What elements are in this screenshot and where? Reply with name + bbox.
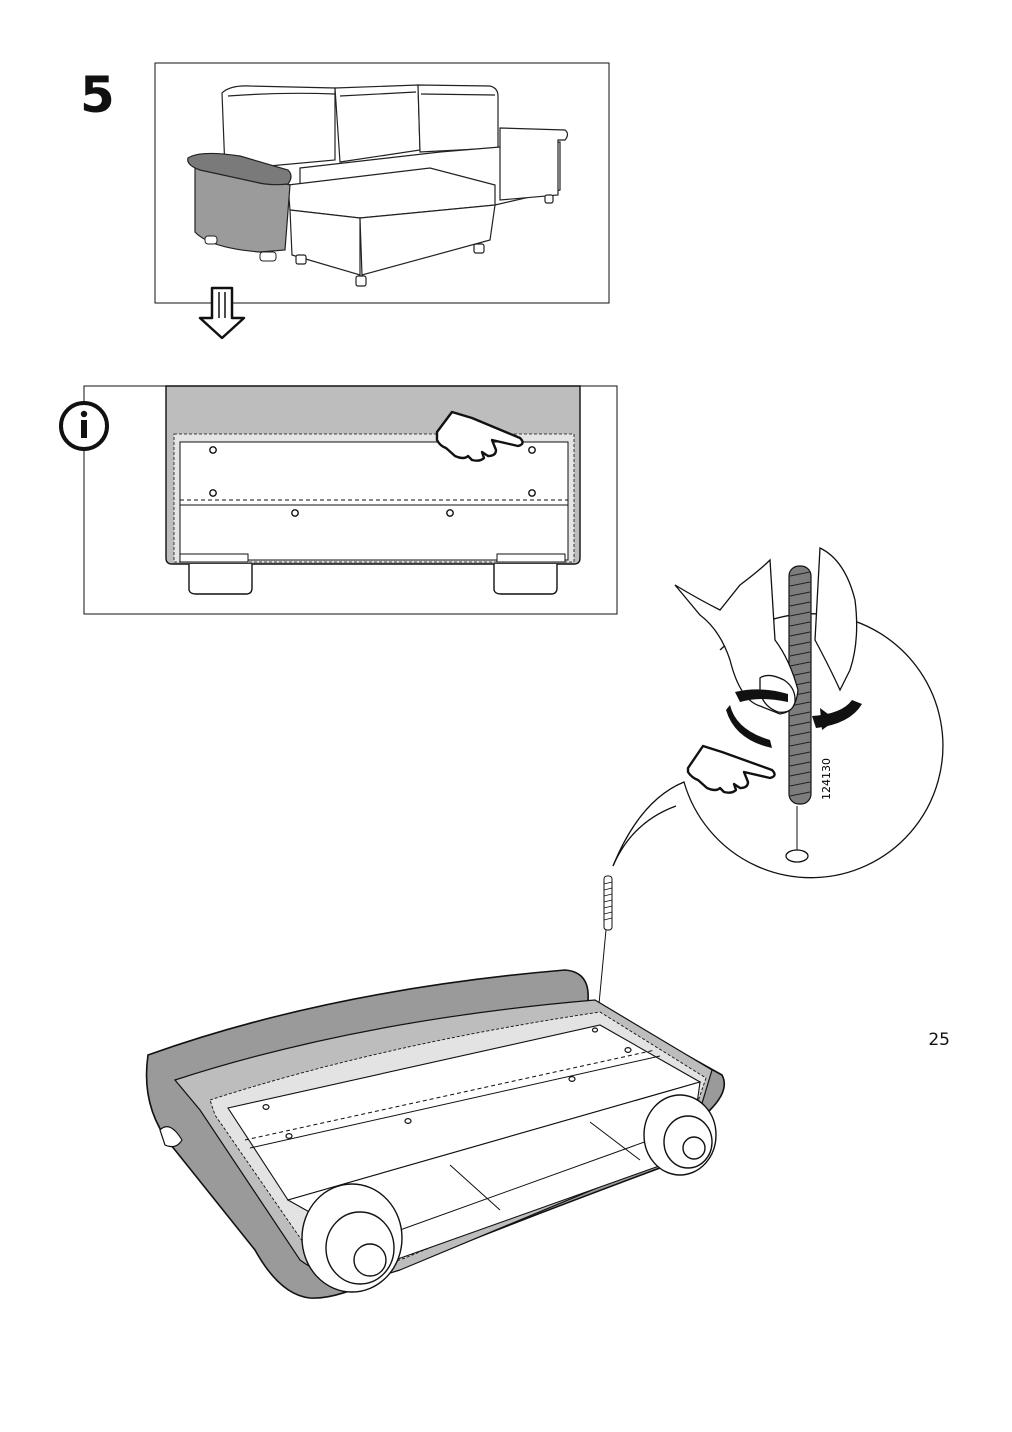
detail-callout: 124130 <box>612 546 944 879</box>
pointing-hand-icon-detail <box>686 744 776 794</box>
page-number: 25 <box>928 1030 950 1050</box>
armrest-highlighted <box>187 152 292 262</box>
foot <box>301 1094 717 1293</box>
armrest-underside <box>165 385 581 595</box>
armrest-underside-perspective <box>145 969 726 1299</box>
screw-hole <box>209 446 536 517</box>
rotate-arrows-icon <box>726 689 862 748</box>
screw-hole <box>262 1027 632 1139</box>
sofa-overview-panel <box>154 62 610 304</box>
part-number-label: 124130 <box>820 758 833 800</box>
turn-over-arrow-icon <box>198 286 246 340</box>
pointing-hand-icon <box>435 410 524 462</box>
threaded-rod <box>785 565 812 863</box>
sofa-illustration <box>221 84 569 287</box>
threaded-rod-small <box>596 875 613 1026</box>
step-number: 5 <box>80 66 115 124</box>
info-panel <box>59 385 618 615</box>
info-icon <box>59 401 109 451</box>
